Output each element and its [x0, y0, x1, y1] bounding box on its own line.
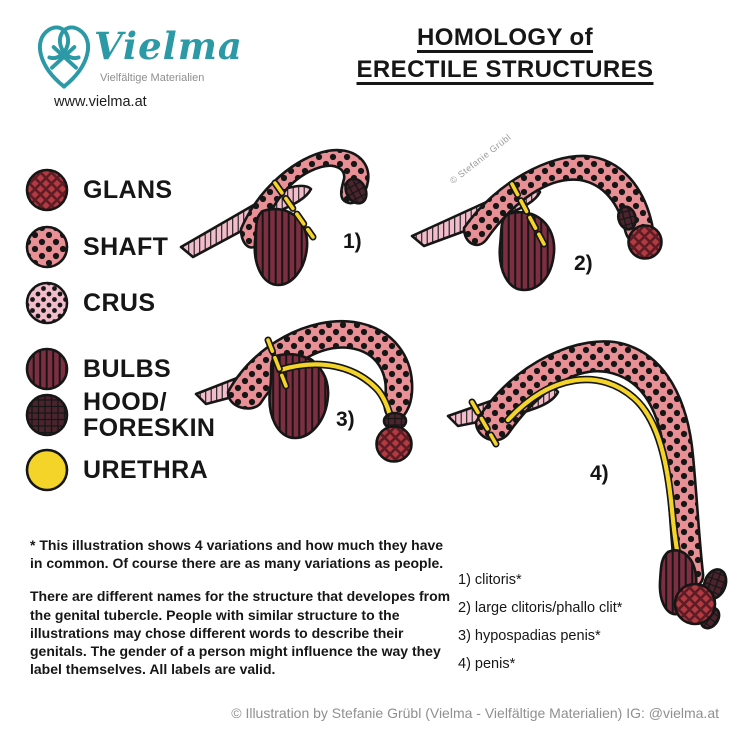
figure-3-illustration	[194, 319, 414, 463]
urethra-dashed-line	[266, 338, 288, 388]
hood-shape	[344, 177, 368, 205]
legend-item-glans: GLANS	[24, 167, 173, 213]
figure-4-illustration	[446, 340, 728, 630]
figure-2-illustration	[410, 154, 663, 292]
figure-3-number: 3)	[336, 408, 355, 431]
figure-4-penis	[442, 318, 742, 640]
urethra-dashed-line	[510, 182, 546, 246]
legend-label: GLANS	[83, 176, 173, 204]
title-line2: ERECTILE STRUCTURES	[356, 56, 654, 84]
shaft-swatch-icon	[25, 225, 69, 269]
brand-name: Vielma	[94, 24, 243, 68]
glans-shape	[673, 582, 717, 626]
title-line1: HOMOLOGY of	[417, 24, 593, 51]
urethra-swatch-icon	[25, 448, 69, 492]
figure-2-large-clitoris	[408, 132, 680, 297]
legend-item-urethra: URETHRA	[24, 447, 208, 493]
notes: * This illustration shows 4 variations a…	[30, 536, 454, 678]
glans-shape	[627, 224, 663, 260]
figure-4-number: 4)	[590, 462, 609, 485]
figure-2-number: 2)	[574, 252, 593, 275]
legend-item-hood: HOOD/ FORESKIN	[24, 389, 215, 441]
figure-1-illustration	[179, 148, 370, 287]
legend-label: SHAFT	[83, 233, 169, 261]
variant-item: 1) clitoris*	[458, 572, 522, 588]
bulb-shape	[498, 211, 556, 292]
legend-item-shaft: SHAFT	[24, 224, 168, 270]
note-paragraph-2: There are different names for the struct…	[30, 588, 451, 678]
urethra-dashed-line	[470, 400, 498, 446]
figure-1-number: 1)	[343, 230, 362, 253]
legend-item-crus: CRUS	[24, 280, 155, 326]
page-title: HOMOLOGY of ERECTILE STRUCTURES	[320, 22, 690, 87]
brand-subtitle: Vielfältige Materialien	[100, 72, 205, 84]
variant-item: 3) hypospadias penis*	[458, 628, 601, 644]
vielma-heart-icon	[38, 25, 90, 89]
legend-item-bulbs: BULBS	[24, 346, 171, 392]
hood-swatch-icon	[25, 393, 69, 437]
variant-item: 4) penis*	[458, 656, 516, 672]
glans-swatch-icon	[25, 168, 69, 212]
legend-label: CRUS	[83, 289, 156, 317]
hood-shape	[616, 205, 638, 231]
variant-list: 1) clitoris* 2) large clitoris/phallo cl…	[458, 566, 622, 678]
legend-label: BULBS	[83, 355, 172, 383]
bulbs-swatch-icon	[25, 347, 69, 391]
figure-1-clitoris	[175, 125, 395, 295]
legend-label: HOOD/ FORESKIN	[83, 388, 216, 442]
figure-3-hypospadias-penis	[192, 300, 432, 485]
crus-swatch-icon	[25, 281, 69, 325]
glans-shape	[375, 425, 413, 463]
shaft-shape	[462, 154, 654, 247]
website-url[interactable]: www.vielma.at	[54, 94, 147, 110]
urethra-dashed-line	[273, 181, 315, 239]
legend-label: URETHRA	[83, 456, 209, 484]
logo: Vielma Vielfältige Materialien www.vielm…	[24, 10, 264, 120]
note-paragraph-1: * This illustration shows 4 variations a…	[30, 537, 444, 572]
variant-item: 2) large clitoris/phallo clit*	[458, 600, 623, 616]
credit-line: © Illustration by Stefanie Grübl (Vielma…	[231, 705, 719, 721]
